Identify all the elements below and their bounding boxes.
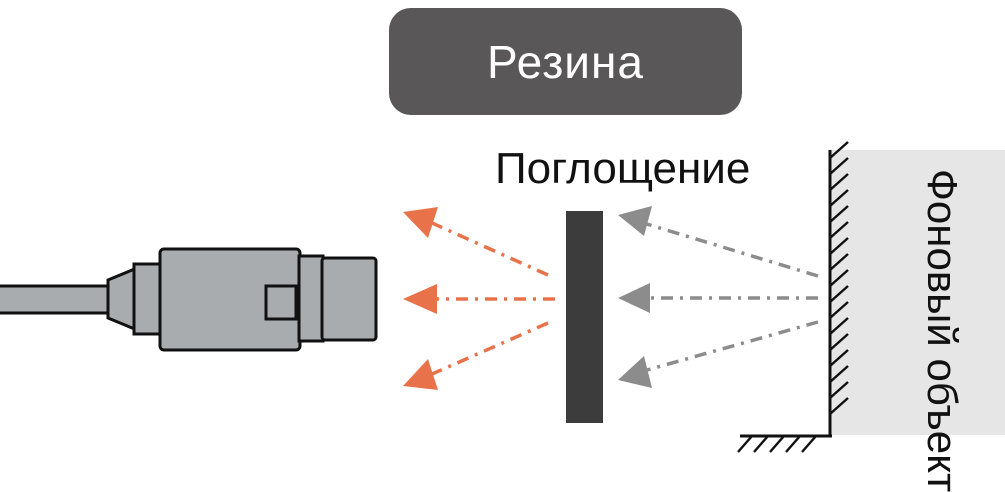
hatch-mark — [829, 317, 849, 335]
hatch-mark — [801, 435, 817, 453]
reflected-arrowheads — [403, 207, 438, 390]
hatch-mark — [829, 397, 849, 415]
hatch-mark — [829, 237, 849, 255]
hatch-mark — [785, 435, 801, 453]
hatch-mark — [829, 173, 849, 191]
hatch-mark — [737, 435, 753, 453]
hatch-mark — [829, 205, 849, 223]
absorption-label: Поглощение — [495, 144, 751, 193]
target-plate-icon — [566, 211, 603, 423]
incident-arrowheads — [618, 206, 652, 388]
hatch-mark — [829, 333, 849, 351]
hatch-mark — [829, 189, 849, 207]
hatch-mark — [829, 349, 849, 367]
hatch-mark — [829, 365, 849, 383]
hatch-mark — [829, 269, 849, 287]
hatch-mark — [829, 141, 849, 159]
hatch-mark — [829, 157, 849, 175]
background-wall-icon — [737, 141, 1005, 453]
material-label: Резина — [486, 35, 644, 88]
hatch-mark — [753, 435, 769, 453]
hatch-mark — [769, 435, 785, 453]
reflected-arrows — [431, 221, 555, 376]
incident-arrows — [639, 220, 819, 374]
hatch-mark — [829, 381, 849, 399]
hatch-mark — [829, 301, 849, 319]
photoelectric-sensor-icon — [0, 247, 378, 352]
material-label-box: Резина — [389, 8, 742, 115]
hatch-mark — [829, 253, 849, 271]
hatch-mark — [829, 285, 849, 303]
hatch-mark — [829, 221, 849, 239]
sensor-diagram — [0, 141, 1005, 453]
background-object-label: Фоновый объект — [919, 169, 966, 492]
